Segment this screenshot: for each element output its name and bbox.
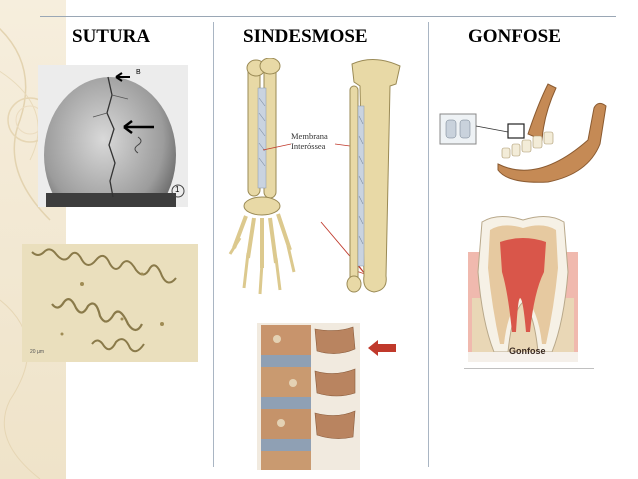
- gonfose-caption: Gonfose: [509, 346, 546, 356]
- skull-marker-b: B: [136, 69, 141, 76]
- title-gonfose: GONFOSE: [468, 26, 561, 47]
- skull-number: 1: [175, 185, 180, 194]
- forearm-hand-illustration: [226, 58, 298, 298]
- title-sindesmose: SINDESMOSE: [243, 26, 368, 47]
- column-divider-right: [428, 22, 429, 467]
- mandible-illustration: [438, 74, 610, 184]
- membrana-label-line1: Membrana: [291, 131, 328, 141]
- suture-micrograph: [22, 244, 198, 362]
- red-arrow-icon: [368, 340, 396, 356]
- skull-photo: B 1: [38, 65, 188, 207]
- spine-section-photo: [257, 323, 360, 470]
- column-divider-left: [213, 22, 214, 467]
- caption-rule: [464, 368, 594, 369]
- membrana-label: Membrana Interóssea: [291, 131, 328, 151]
- title-sutura: SUTURA: [72, 26, 151, 47]
- micrograph-scale-label: 20 µm: [30, 349, 44, 355]
- membrana-label-line2: Interóssea: [291, 141, 326, 151]
- top-rule: [40, 16, 616, 17]
- tooth-section-illustration: [468, 212, 578, 362]
- tibia-fibula-illustration: [344, 56, 408, 296]
